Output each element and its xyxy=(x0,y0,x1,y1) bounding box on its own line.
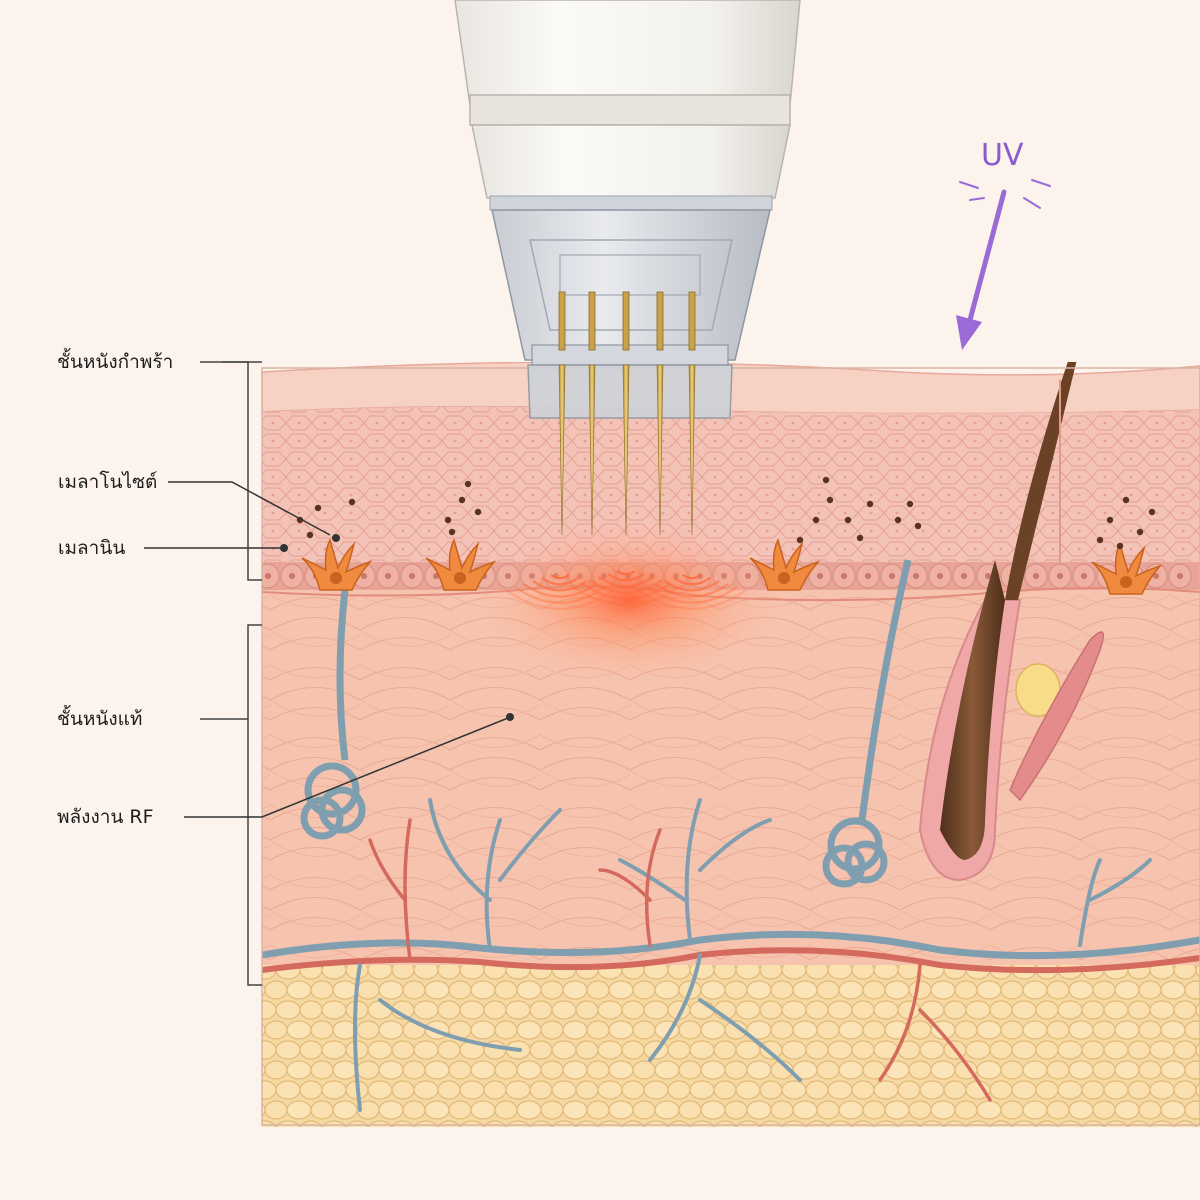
microneedle xyxy=(622,364,630,536)
melanocyte-cell xyxy=(301,537,373,591)
rf-wave xyxy=(655,583,729,598)
arrector-pili-muscle xyxy=(1009,631,1105,802)
artery xyxy=(262,947,1200,974)
label-dermis: ชั้นหนังแท้ xyxy=(57,705,142,730)
rf-wave xyxy=(505,589,615,610)
rf-wave xyxy=(571,585,681,606)
melanin-granule xyxy=(314,504,322,512)
microneedle xyxy=(688,364,696,536)
epidermis-cells xyxy=(262,406,1200,565)
rf-wave xyxy=(682,574,702,580)
label-melanocyte: เมลาโนไซต์ xyxy=(58,470,157,493)
rf-energy-waves xyxy=(505,570,747,610)
rf-heat-zone xyxy=(480,520,780,680)
rf-wave xyxy=(550,574,570,580)
melanin-granule xyxy=(458,496,466,504)
melanin-granule xyxy=(444,516,452,524)
rf-wave xyxy=(607,573,645,582)
hair-follicle-icon xyxy=(918,362,1105,882)
melanin-granule xyxy=(464,480,472,488)
microneedle xyxy=(656,364,664,536)
rf-wave xyxy=(646,586,738,604)
uv-ray-icon: UV xyxy=(956,138,1051,350)
melanin-granule xyxy=(306,531,314,539)
melanin-granule xyxy=(894,516,902,524)
melanin-granule xyxy=(1148,508,1156,516)
rf-wave xyxy=(514,586,606,604)
rf-wave xyxy=(541,577,579,586)
rf-wave xyxy=(589,579,663,594)
melanocytes xyxy=(301,537,1163,595)
melanin-granule xyxy=(448,528,456,536)
sweat-gland-right xyxy=(822,559,912,888)
melanin-granule xyxy=(1116,542,1124,550)
melanin-granule xyxy=(1136,528,1144,536)
microneedle xyxy=(588,364,596,536)
rf-wave xyxy=(598,576,654,588)
label-melanin: เมลานิน xyxy=(58,537,125,559)
melanin-granule xyxy=(856,534,864,542)
melanin-granule xyxy=(822,476,830,484)
microneedle-rf-handpiece-icon xyxy=(454,0,801,536)
label-epidermis: ชั้นหนังกำพร้า xyxy=(57,348,173,373)
melanin-granule xyxy=(914,522,922,530)
vein xyxy=(262,930,1200,960)
rf-wave xyxy=(664,580,720,592)
melanin-granule xyxy=(906,500,914,508)
uv-label: UV xyxy=(981,138,1024,173)
blood-vessels xyxy=(262,798,1200,1112)
gold-microneedles xyxy=(558,291,696,536)
melanin-granule xyxy=(1122,496,1130,504)
skin-block xyxy=(262,362,1200,1127)
melanin-granules xyxy=(280,476,1156,552)
rf-wave xyxy=(532,580,588,592)
subcutaneous-fat-layer xyxy=(262,960,1200,1127)
melanin-granule xyxy=(826,496,834,504)
melanocyte-cell xyxy=(749,537,821,591)
melanin-granule xyxy=(474,508,482,516)
sweat-gland-left xyxy=(300,589,366,840)
label-rf-energy: พลังงาน RF xyxy=(57,806,154,828)
labels: ชั้นหนังกำพร้า เมลาโนไซต์ เมลานิน ชั้นหน… xyxy=(57,348,514,986)
melanin-granule xyxy=(796,536,804,544)
melanocyte-cell xyxy=(425,537,497,591)
microneedle xyxy=(558,364,566,536)
melanin-granule xyxy=(1096,536,1104,544)
melanin-granule xyxy=(866,500,874,508)
melanin-granule xyxy=(844,516,852,524)
melanin-granule xyxy=(812,516,820,524)
melanin-granule xyxy=(348,498,356,506)
rf-wave xyxy=(637,589,747,610)
melanocyte-cell xyxy=(1091,541,1163,595)
rf-wave xyxy=(673,577,711,586)
rf-wave xyxy=(523,583,597,598)
dermis-bracket xyxy=(247,624,262,986)
rf-wave xyxy=(580,582,672,600)
melanin-granule xyxy=(1106,516,1114,524)
rf-wave xyxy=(616,570,636,576)
